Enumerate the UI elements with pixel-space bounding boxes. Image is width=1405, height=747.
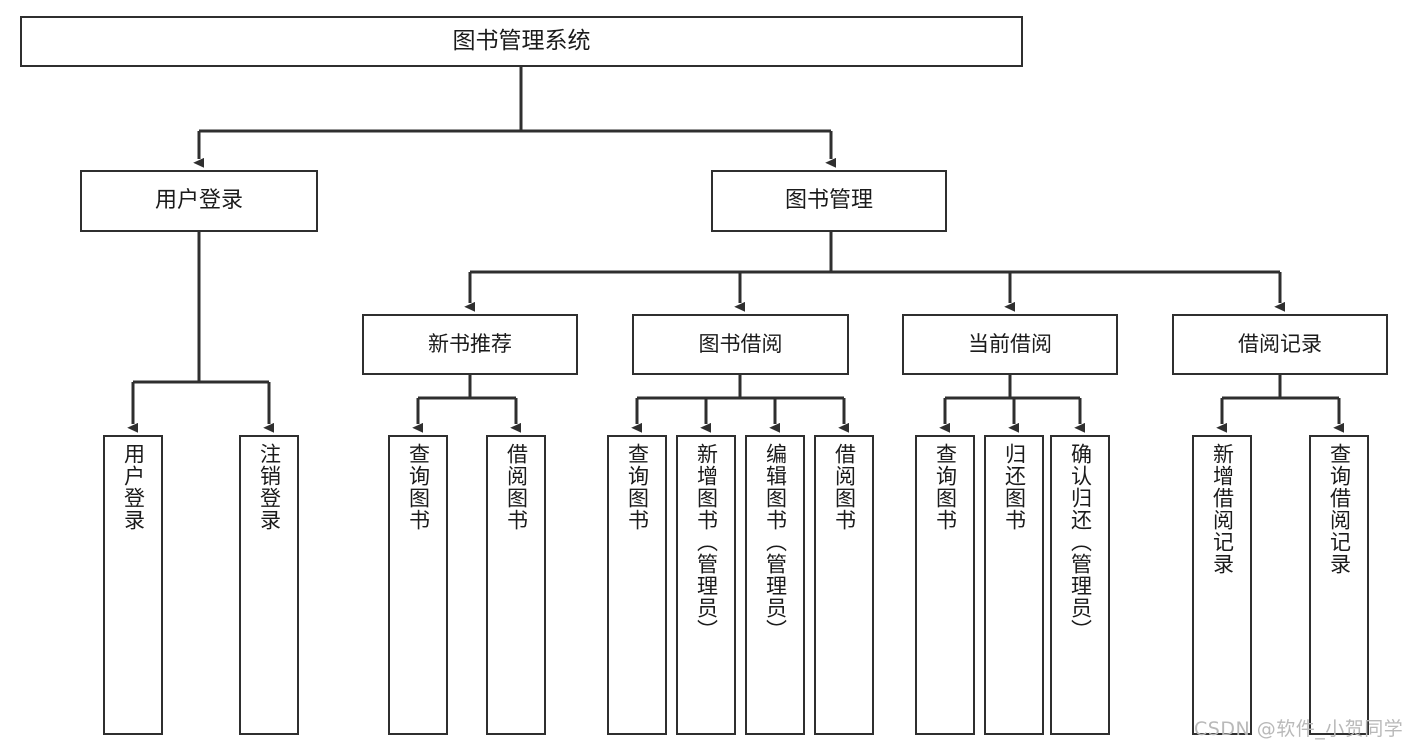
leaf-query-book-current[interactable]: 查询图书 <box>915 435 975 735</box>
node-book-borrow[interactable]: 图书借阅 <box>632 314 849 375</box>
node-label: 确认归还（管理员） <box>1068 443 1093 641</box>
node-label: 借阅图书 <box>504 443 529 531</box>
node-book-management[interactable]: 图书管理 <box>711 170 947 232</box>
node-label: 用户登录 <box>154 187 243 213</box>
node-label: 查询图书 <box>933 443 958 531</box>
node-label: 图书管理系统 <box>452 27 591 54</box>
node-label: 新增借阅记录 <box>1210 443 1235 575</box>
leaf-add-book-admin[interactable]: 新增图书（管理员） <box>676 435 736 735</box>
node-current-borrow[interactable]: 当前借阅 <box>902 314 1118 375</box>
node-label: 借阅图书 <box>832 443 857 531</box>
node-label: 编辑图书（管理员） <box>763 443 788 641</box>
leaf-edit-book-admin[interactable]: 编辑图书（管理员） <box>745 435 805 735</box>
leaf-return-book[interactable]: 归还图书 <box>984 435 1044 735</box>
node-label: 图书借阅 <box>698 332 783 357</box>
leaf-borrow-book-recommend[interactable]: 借阅图书 <box>486 435 546 735</box>
node-root-system[interactable]: 图书管理系统 <box>20 16 1023 67</box>
node-label: 查询借阅记录 <box>1327 443 1352 575</box>
leaf-user-login[interactable]: 用户登录 <box>103 435 163 735</box>
leaf-query-borrow-record[interactable]: 查询借阅记录 <box>1309 435 1369 735</box>
leaf-borrow-book[interactable]: 借阅图书 <box>814 435 874 735</box>
leaf-confirm-return-admin[interactable]: 确认归还（管理员） <box>1050 435 1110 735</box>
node-new-book-recommend[interactable]: 新书推荐 <box>362 314 578 375</box>
node-label: 归还图书 <box>1002 443 1027 531</box>
node-label: 新书推荐 <box>428 332 512 357</box>
node-user-login[interactable]: 用户登录 <box>80 170 318 232</box>
node-label: 图书管理 <box>784 187 873 213</box>
node-label: 用户登录 <box>121 443 146 531</box>
node-label: 借阅记录 <box>1238 332 1322 357</box>
node-borrow-record[interactable]: 借阅记录 <box>1172 314 1388 375</box>
node-label: 新增图书（管理员） <box>694 443 719 641</box>
csdn-watermark: CSDN @软件_小贺同学 <box>1194 718 1404 740</box>
node-label: 当前借阅 <box>968 332 1052 357</box>
node-label: 查询图书 <box>406 443 431 531</box>
node-label: 注销登录 <box>257 443 282 531</box>
node-label: 查询图书 <box>625 443 650 531</box>
leaf-query-book[interactable]: 查询图书 <box>607 435 667 735</box>
leaf-logout[interactable]: 注销登录 <box>239 435 299 735</box>
leaf-query-book-recommend[interactable]: 查询图书 <box>388 435 448 735</box>
leaf-add-borrow-record[interactable]: 新增借阅记录 <box>1192 435 1252 735</box>
